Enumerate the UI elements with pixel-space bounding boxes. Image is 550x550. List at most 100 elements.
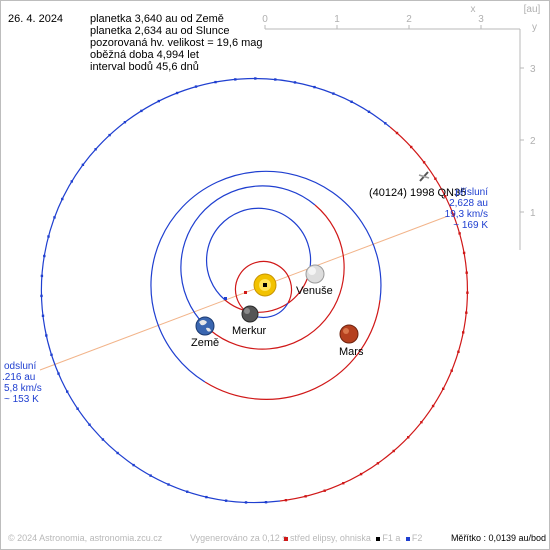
mars-planet	[339, 324, 359, 344]
orbit-point	[313, 85, 316, 89]
orbit-point	[350, 100, 353, 103]
orbit-point	[61, 197, 64, 201]
orbit-point	[94, 148, 97, 151]
x-tick-label: 2	[406, 14, 412, 25]
footer-generated: Vygenerováno za 0,12 s	[190, 533, 287, 543]
orbit-point	[342, 482, 345, 485]
center-marker-icon	[284, 536, 288, 541]
orbit-point	[43, 254, 46, 258]
focus-f2-marker	[224, 297, 227, 300]
mercury-planet	[241, 305, 259, 323]
orbit-point	[284, 499, 288, 502]
earth-orbit	[180, 185, 345, 350]
aphelion-speed: 5,8 km/s	[4, 383, 42, 394]
orbit-point	[205, 495, 208, 499]
orbit-point	[88, 423, 91, 426]
orbit-point	[81, 163, 85, 166]
footer-legend: střed elipsy, ohniska F1 a F2	[281, 533, 422, 543]
orbit-point	[407, 436, 410, 439]
mars-orbit-red	[204, 299, 381, 400]
earth-planet	[195, 316, 215, 336]
orbit-point	[157, 99, 160, 103]
f1-legend: F1 a	[382, 533, 401, 543]
mars-label: Mars	[339, 346, 364, 358]
orbit-point	[392, 449, 395, 453]
orbit-point	[175, 91, 179, 95]
perihelion-speed: 19,3 km/s	[444, 209, 488, 220]
orbit-point	[116, 451, 119, 455]
orbit-point	[384, 122, 387, 125]
mars-orbit-blue	[150, 170, 382, 383]
aphelion-temp: ~ 153 K	[4, 394, 39, 405]
orbit-point	[108, 133, 111, 137]
orbit-point	[457, 350, 460, 353]
orbit-point	[395, 131, 399, 135]
orbit-point	[465, 311, 468, 314]
info-line: interval bodů 45,6 dnů	[90, 61, 199, 73]
orbit-red-segment	[279, 126, 468, 502]
orbit-point	[367, 110, 371, 113]
orbit-point	[465, 271, 468, 274]
orbit-point	[410, 145, 413, 149]
orbit-point	[304, 495, 307, 498]
x-tick-label: 0	[262, 14, 268, 25]
orbit-point	[244, 501, 248, 504]
orbit-point	[76, 407, 79, 410]
info-line: planetka 2,634 au od Slunce	[90, 25, 230, 37]
venus-orbit-blue	[206, 207, 312, 301]
mars-orbit	[150, 170, 382, 400]
orbit-point	[149, 474, 152, 477]
venus-label: Venuše	[296, 285, 333, 297]
orbit-point	[442, 387, 445, 390]
aphelion-title: odsluní	[4, 361, 37, 372]
unit-label: [au]	[524, 4, 541, 15]
orbit-point	[264, 501, 268, 504]
orbit-blue-segment	[40, 77, 391, 504]
mercury-label: Merkur	[232, 325, 267, 337]
orbit-point	[41, 314, 45, 317]
orbit-point	[194, 85, 198, 88]
orbit-points	[40, 77, 469, 504]
orbit-point	[224, 499, 228, 502]
orbit-point	[45, 334, 48, 337]
orbit-point	[132, 463, 135, 467]
orbit-point	[50, 353, 53, 356]
orbit-point	[234, 78, 237, 81]
earth-orbit-blue	[180, 185, 316, 331]
orbit-point	[40, 274, 44, 278]
venus-orbit-red	[224, 267, 311, 313]
orbit-point	[254, 77, 257, 80]
orbit-point	[186, 490, 189, 493]
orbit-point	[462, 251, 466, 255]
f2-legend: F2	[411, 533, 423, 543]
axis-labels: 0 1 2 3 x [au] 3 2 1 y	[262, 4, 540, 219]
orbit-point	[466, 291, 469, 294]
asteroid-orbit	[40, 77, 468, 504]
orbit-point	[274, 78, 277, 81]
orbit-point	[57, 372, 60, 375]
asteroid-marker	[418, 171, 430, 182]
x-tick-label: 1	[334, 14, 340, 25]
y-tick-label: 1	[530, 208, 536, 219]
orbit-point	[444, 195, 447, 198]
orbit-point	[332, 92, 335, 95]
earth-label: Země	[191, 337, 220, 349]
earth-orbit-red	[209, 204, 345, 350]
orbit-point	[462, 331, 465, 334]
focus-f1-icon	[376, 536, 381, 541]
orbit-point	[214, 80, 217, 84]
footer-scale: Měřítko : 0,0139 au/bod	[450, 533, 546, 543]
perihelion-distance: 2,628 au	[449, 198, 488, 209]
x-tick-label: 3	[478, 14, 484, 25]
perihelion-temp: ~ 169 K	[453, 220, 488, 231]
venus-orbit	[206, 207, 312, 313]
orbit-point	[450, 369, 453, 372]
orbit-point	[422, 161, 426, 164]
aphelion-distance: .216 au	[2, 372, 36, 383]
venus-planet	[305, 264, 325, 284]
mercury-orbit-red	[234, 260, 293, 315]
orbit-point	[140, 109, 143, 113]
date-label: 26. 4. 2024	[8, 13, 64, 25]
orbit-point	[40, 294, 43, 298]
